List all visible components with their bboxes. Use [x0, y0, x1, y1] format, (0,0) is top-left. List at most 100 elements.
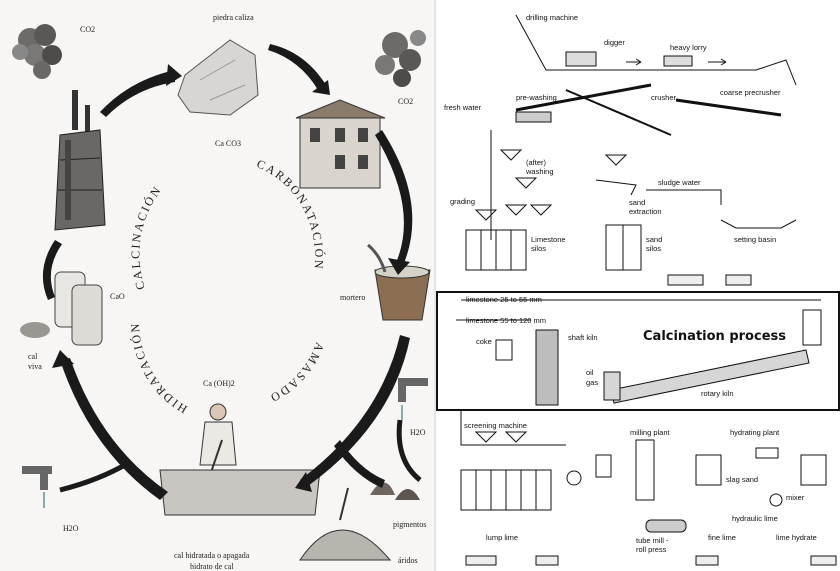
label-digger: digger: [604, 38, 625, 47]
label-tube-mill-2: roll press: [636, 545, 667, 554]
label-drilling-machine: drilling machine: [526, 13, 578, 22]
label-coarse-precrusher: coarse precrusher: [720, 88, 781, 97]
label-limestone-55-120: limestone 55 to 120 mm: [466, 316, 546, 325]
label-limestone-silos-1: Limestone: [531, 235, 566, 244]
digger-icon: [566, 52, 596, 66]
cao-label: CaO: [110, 292, 125, 301]
label-setting-basin: setting basin: [734, 235, 776, 244]
label-heavy-lorry: heavy lorry: [670, 43, 707, 52]
label-lump-lime: lump lime: [486, 533, 518, 542]
worker-slaking-lime-illustration: [160, 404, 320, 515]
stage-label-amasado: AMASADO: [267, 341, 327, 406]
truck-hydrate-icon: [811, 556, 836, 565]
label-sand-extraction-2: extraction: [629, 207, 662, 216]
water-tap-left-icon: [22, 466, 52, 508]
co2-label-right: CO2: [398, 97, 413, 106]
label-sand-silos-2: silos: [646, 244, 661, 253]
mortero-label: mortero: [340, 293, 365, 302]
fine-bin-icon: [596, 455, 611, 477]
label-after-washing-1: (after): [526, 158, 547, 167]
quarry-arrow-2: [708, 59, 726, 65]
quicklime-sacks-illustration: [20, 272, 102, 345]
truck-lump2-icon: [536, 556, 558, 565]
label-fresh-water: fresh water: [444, 103, 482, 112]
lime-kiln-factory-illustration: [55, 90, 105, 230]
truck-1-icon: [668, 275, 703, 285]
mixer-icon: [770, 494, 782, 506]
after-washing-screen-icon: [501, 150, 521, 160]
label-grading: grading: [450, 197, 475, 206]
fine-lime-silo: [696, 455, 721, 485]
crusher-conveyor: [676, 100, 781, 115]
cal-viva-label-line1: cal: [28, 352, 38, 361]
label-rotary-kiln: rotary kiln: [701, 389, 734, 398]
label-hydraulic-lime: hydraulic lime: [732, 514, 778, 523]
calcination-flowsheet-panel: Calcination process drilling machine dig…: [436, 0, 840, 571]
kiln-hood: [604, 372, 620, 400]
shaft-kiln-icon: [536, 330, 558, 405]
limestone-rock-illustration: [178, 40, 258, 115]
label-hydrating-plant: hydrating plant: [730, 428, 780, 437]
stage-label-calcinacion: CALCINACIÓN: [128, 183, 164, 292]
lime-cycle-panel: CALCINACIÓN CARBONATACIÓN HIDRATACIÓN AM…: [0, 0, 434, 571]
hydrator-icon: [756, 448, 778, 458]
label-after-washing-2: washing: [525, 167, 554, 176]
quarry-arrow-1: [626, 59, 641, 65]
label-oil: oil: [586, 368, 594, 377]
sand-chute: [596, 180, 636, 195]
label-tube-mill-1: tube mill -: [636, 536, 669, 545]
water-tap-right-icon: [398, 378, 428, 420]
calcination-process-title: Calcination process: [643, 329, 786, 344]
co2-smoke-right: [375, 30, 426, 87]
label-shaft-kiln: shaft kiln: [568, 333, 598, 342]
sand-hopper-icon: [606, 155, 626, 165]
fan-icon: [567, 471, 581, 485]
truck-fine-icon: [696, 556, 718, 565]
co2-smoke-left: [12, 24, 62, 79]
label-fine-lime: fine lime: [708, 533, 736, 542]
hidrato-de-cal-label: hidrato de cal: [190, 562, 234, 571]
label-limestone-silos-2: silos: [531, 244, 546, 253]
label-pre-washing: pre-washing: [516, 93, 557, 102]
h2o-label-right: H2O: [410, 428, 426, 437]
coke-hopper: [496, 340, 512, 360]
label-gas: gas: [586, 378, 598, 387]
h2o-label-left: H2O: [63, 524, 79, 533]
cal-hidratada-label: cal hidratada o apagada: [174, 551, 250, 560]
milling-plant-icon: [636, 440, 654, 500]
pigmentos-label: pigmentos: [393, 520, 426, 529]
lime-hydrate-silo: [801, 455, 826, 485]
label-sand-silos-1: sand: [646, 235, 662, 244]
label-sludge-water: sludge water: [658, 178, 701, 187]
label-mixer: mixer: [786, 493, 805, 502]
truck-lump-icon: [466, 556, 496, 565]
lime-cycle-svg: CALCINACIÓN CARBONATACIÓN HIDRATACIÓN AM…: [0, 0, 434, 571]
preheater-icon: [803, 310, 821, 345]
aridos-label: áridos: [398, 556, 418, 565]
quarry-profile: [516, 15, 796, 85]
label-limestone-25-55: limestone 25 to 55 mm: [466, 295, 542, 304]
washing-hopper-icon: [516, 178, 536, 188]
stage-label-hidratacion: HIDRATACIÓN: [128, 321, 190, 416]
tube-mill-icon: [646, 520, 686, 532]
piedra-caliza-label: piedra caliza: [213, 13, 254, 22]
heavy-lorry-icon: [664, 56, 692, 66]
label-sand-extraction-1: sand: [629, 198, 645, 207]
truck-2-icon: [726, 275, 751, 285]
grading-screens: [476, 205, 551, 220]
label-lime-hydrate: lime hydrate: [776, 533, 817, 542]
label-slag-sand: slag sand: [726, 475, 758, 484]
calcination-flowsheet-svg: Calcination process drilling machine dig…: [436, 0, 840, 571]
house-illustration: [296, 100, 385, 188]
caoh2-label: Ca (OH)2: [203, 379, 235, 388]
cal-viva-label-line2: viva: [28, 362, 42, 371]
co2-label-left: CO2: [80, 25, 95, 34]
label-screening-machine: screening machine: [464, 421, 527, 430]
pre-washing-drum: [516, 112, 551, 122]
sludge-water-line: [646, 190, 721, 205]
screening-machine-icon: [476, 432, 526, 442]
setting-basin-icon: [721, 220, 796, 228]
label-coke: coke: [476, 337, 492, 346]
label-milling-plant: milling plant: [630, 428, 671, 437]
label-crusher: crusher: [651, 93, 677, 102]
